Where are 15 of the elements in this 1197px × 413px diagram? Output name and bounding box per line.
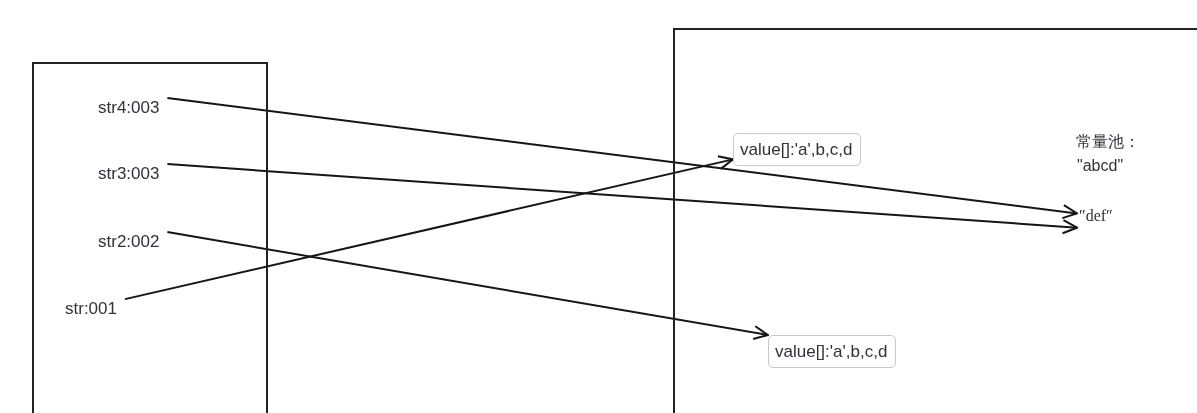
variable-label: str4:003 (96, 97, 162, 118)
arrow (166, 163, 1078, 235)
arrow (124, 155, 734, 301)
variable-label: str2:002 (96, 231, 162, 252)
variable-label: str:001 (63, 298, 119, 319)
arrow (166, 231, 769, 341)
region-box (32, 62, 268, 413)
value-box: value[]:'a',b,c,d (733, 133, 862, 166)
string-label: ″def″ (1077, 203, 1115, 229)
arrow (166, 97, 1078, 220)
pool-heading: 常量池： (1076, 132, 1140, 152)
region-box (673, 28, 1197, 413)
value-box: value[]:'a',b,c,d (768, 335, 897, 368)
variable-label: str3:003 (96, 163, 162, 184)
string-label: "abcd" (1077, 156, 1124, 176)
